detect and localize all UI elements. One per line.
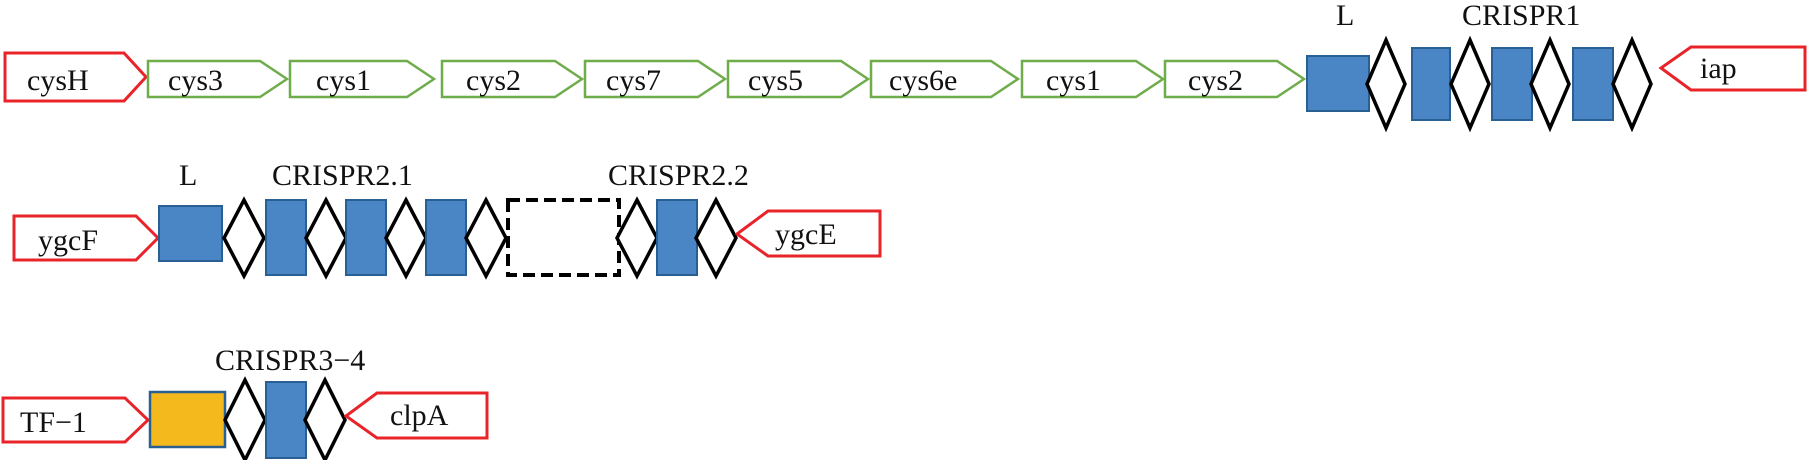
gene-TF-1: TF−1 bbox=[1, 396, 151, 444]
spacer-diamond bbox=[304, 196, 348, 280]
spacer-diamond bbox=[384, 196, 428, 280]
gene-label-TF-1: TF−1 bbox=[20, 406, 87, 439]
gene-label-cys6e: cys6e bbox=[889, 64, 957, 97]
spacer-diamond bbox=[1449, 35, 1491, 133]
array-label-crispr2-2: CRISPR2.2 bbox=[608, 159, 749, 192]
leader-label-row1: L bbox=[1336, 0, 1354, 32]
tf-block bbox=[148, 390, 227, 449]
gene-label-cys1-second: cys1 bbox=[1046, 64, 1101, 97]
spacer-diamond bbox=[303, 376, 347, 460]
locus-row-1: cysH cys3 cys1 cys2 cys7 cys5 cys6e bbox=[3, 0, 1807, 133]
gene-label-cys5: cys5 bbox=[748, 64, 803, 97]
gene-label-cys7: cys7 bbox=[606, 64, 661, 97]
repeat-block bbox=[265, 199, 307, 276]
gene-label-cys2-second: cys2 bbox=[1188, 64, 1243, 97]
repeat-block bbox=[1491, 47, 1533, 121]
repeat-block bbox=[1411, 47, 1451, 121]
gene-cys1: cys1 bbox=[288, 59, 437, 99]
gene-label-cys2: cys2 bbox=[466, 64, 521, 97]
gap-dashed-box bbox=[506, 198, 621, 277]
gene-label-cysH: cysH bbox=[27, 64, 89, 97]
gene-clpA: clpA bbox=[343, 391, 489, 440]
locus-row-2: ygcF L CRISPR2.1 CRISPR2.2 ygcE bbox=[12, 159, 882, 280]
gene-label-ygcF: ygcF bbox=[38, 224, 98, 257]
repeat-block bbox=[265, 381, 307, 459]
gene-cysH: cysH bbox=[3, 51, 149, 103]
leader-block-row1 bbox=[1306, 55, 1370, 112]
spacer-diamond bbox=[1365, 35, 1407, 133]
gene-cys1-second: cys1 bbox=[1020, 59, 1166, 99]
gene-cys6e: cys6e bbox=[869, 59, 1021, 99]
repeat-block bbox=[425, 199, 467, 276]
gene-iap: iap bbox=[1658, 45, 1807, 92]
locus-row-3: TF−1 CRISPR3−4 clpA bbox=[1, 344, 489, 460]
array-label-crispr3-4: CRISPR3−4 bbox=[215, 344, 365, 377]
spacer-diamond bbox=[223, 376, 267, 460]
gene-label-ygcE: ygcE bbox=[775, 218, 837, 251]
spacer-diamond bbox=[694, 196, 738, 280]
spacer-diamond bbox=[222, 196, 266, 280]
gene-cys2-second: cys2 bbox=[1163, 59, 1307, 99]
gene-label-cys3: cys3 bbox=[168, 64, 223, 97]
gene-ygcE: ygcE bbox=[734, 209, 882, 258]
leader-block-row2 bbox=[158, 205, 223, 262]
spacer-diamond bbox=[1529, 35, 1571, 133]
gene-cys7: cys7 bbox=[583, 59, 728, 99]
repeat-block bbox=[1572, 47, 1614, 121]
array-label-crispr2-1: CRISPR2.1 bbox=[272, 159, 413, 192]
gene-label-iap: iap bbox=[1700, 52, 1737, 85]
gene-ygcF: ygcF bbox=[12, 214, 161, 262]
gene-label-clpA: clpA bbox=[390, 399, 449, 432]
gene-label-cys1: cys1 bbox=[316, 64, 371, 97]
spacer-diamond bbox=[615, 196, 659, 280]
gene-cys2: cys2 bbox=[440, 59, 585, 99]
spacer-diamond bbox=[464, 196, 508, 280]
gene-cys5: cys5 bbox=[726, 59, 871, 99]
repeat-block bbox=[345, 199, 387, 276]
leader-label-row2: L bbox=[179, 159, 197, 192]
array-label-crispr1: CRISPR1 bbox=[1462, 0, 1580, 32]
gene-cys3: cys3 bbox=[146, 59, 290, 99]
repeat-block bbox=[656, 199, 698, 276]
spacer-diamond bbox=[1611, 35, 1653, 133]
